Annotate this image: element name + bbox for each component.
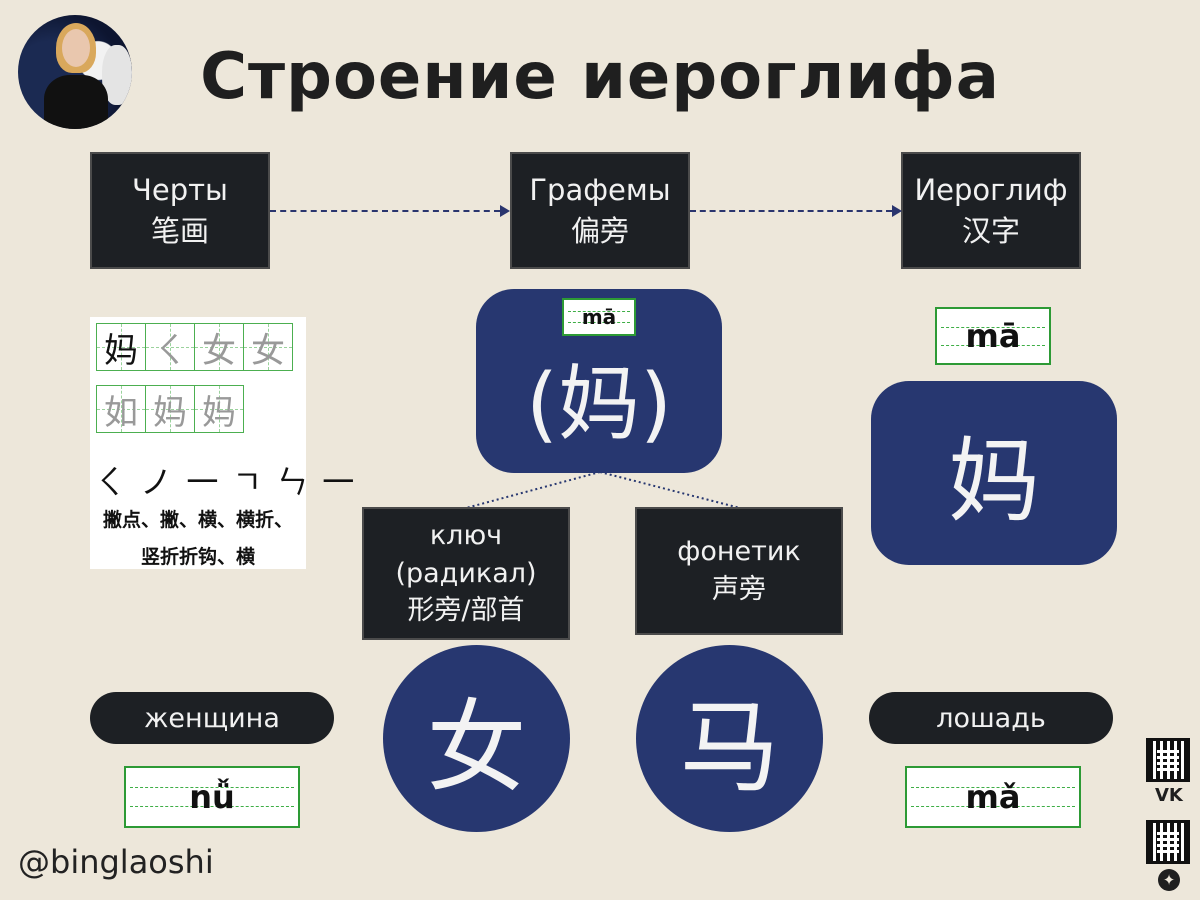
stroke-cell: 如 (96, 385, 146, 433)
vk-icon[interactable]: VK (1155, 785, 1183, 806)
stroke-cell: ㄑ (145, 323, 195, 371)
key-line3: 形旁/部首 (407, 595, 525, 627)
key-line2: (радикал) (395, 557, 537, 589)
center-pinyin-box: mā (562, 298, 636, 336)
right-pinyin-box: mā (935, 307, 1051, 365)
stroke-cell: 妈 (145, 385, 195, 433)
radical-char: 女 (426, 689, 527, 806)
qr-code-vk[interactable] (1146, 738, 1190, 782)
strokes-ru: Черты (132, 172, 228, 207)
grapheme-char: (妈) (526, 356, 672, 452)
strokes-zh: 笔画 (150, 213, 209, 248)
connector-lines (465, 471, 741, 509)
phonetic-pinyin-box: mǎ (905, 766, 1081, 828)
hieroglyph-zh: 汉字 (961, 213, 1020, 248)
meaning-pill-woman: женщина (90, 692, 334, 744)
arrow-graphemes-to-hieroglyph (690, 210, 892, 212)
page-title: Строение иероглифа (200, 40, 1000, 114)
star-badge-icon[interactable]: ✦ (1158, 869, 1180, 891)
strokes-box: Черты 笔画 (90, 152, 270, 269)
radical-circle: 女 (383, 645, 570, 832)
stroke-cell: 妈 (194, 385, 244, 433)
stroke-glyphs: ㄑ ノ 一 ㄱ ㄣ 一 (94, 463, 357, 501)
hieroglyph-ru: Иероглиф (914, 172, 1068, 207)
key-box: ключ (радикал) 形旁/部首 (362, 507, 570, 640)
graphemes-ru: Графемы (529, 172, 671, 207)
stroke-cell: 妈 (96, 323, 146, 371)
arrow-head-1 (500, 205, 510, 217)
phonetic-box: фонетик 声旁 (635, 507, 843, 635)
author-avatar (18, 15, 132, 129)
arrow-head-2 (892, 205, 902, 217)
radical-pinyin-box: nǚ (124, 766, 300, 828)
meaning-pill-horse: лошадь (869, 692, 1113, 744)
graphemes-box: Графемы 偏旁 (510, 152, 690, 269)
stroke-cell: 女 (194, 323, 244, 371)
stroke-names-line2: 竖折折钩、横 (140, 546, 255, 568)
qr-code-second[interactable] (1146, 820, 1190, 864)
hieroglyph-char-card: 妈 (871, 381, 1117, 565)
hieroglyph-char: 妈 (947, 427, 1040, 535)
graphemes-zh: 偏旁 (570, 213, 629, 248)
hieroglyph-box: Иероглиф 汉字 (901, 152, 1081, 269)
phonetic-line2: 声旁 (712, 574, 766, 605)
phonetic-circle: 马 (636, 645, 823, 832)
stroke-names-line1: 撇点、撇、横、横折、 (102, 509, 293, 531)
phonetic-line1: фонетик (677, 536, 801, 568)
stroke-order-image: 妈 ㄑ 女 女 如 妈 妈 ㄑ ノ 一 ㄱ ㄣ 一 撇点、撇、横、横折、 竖折折… (90, 317, 357, 569)
author-handle: @binglaoshi (18, 843, 214, 881)
stroke-cell: 女 (243, 323, 293, 371)
key-line1: ключ (429, 519, 503, 551)
phonetic-char: 马 (679, 689, 780, 806)
arrow-strokes-to-graphemes (270, 210, 500, 212)
